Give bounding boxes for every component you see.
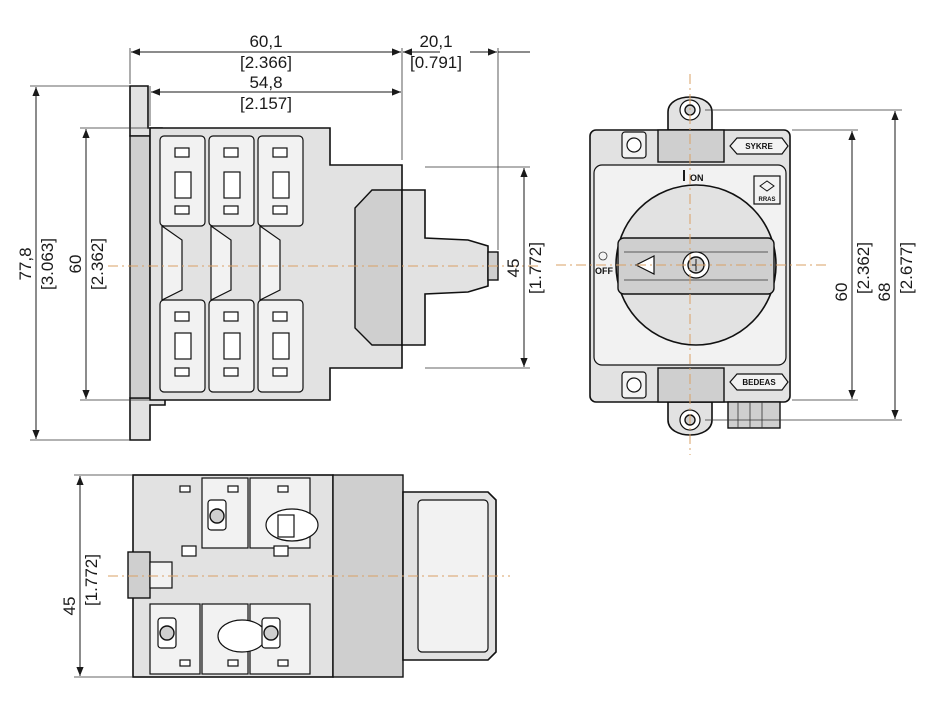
dim-front-height-inch: [2.362] bbox=[854, 242, 873, 294]
brand-plate-top bbox=[729, 137, 789, 155]
dim-front-total-inch: [2.677] bbox=[897, 242, 916, 294]
dim-body-height-mm: 60 bbox=[66, 255, 85, 274]
brand-bottom-label: BEDEAS bbox=[742, 378, 776, 387]
dim-body-width-inch: [2.157] bbox=[240, 94, 292, 113]
on-label: ON bbox=[690, 173, 704, 183]
din-clip-bottom bbox=[129, 397, 166, 441]
bottom-view: 45 [1.772] bbox=[60, 474, 510, 678]
front-view: SYKRE BEDEAS RRAS ON OFF bbox=[556, 74, 916, 455]
dim-top-width-inch: [2.366] bbox=[240, 53, 292, 72]
dim-total-height-mm: 77,8 bbox=[16, 247, 35, 280]
off-label: OFF bbox=[595, 266, 613, 276]
brand-plate-bottom bbox=[729, 373, 789, 391]
dim-knob-depth-mm: 20,1 bbox=[419, 32, 452, 51]
dim-bottom-height-inch: [1.772] bbox=[82, 554, 101, 606]
terminal-modules bbox=[159, 135, 304, 393]
badge-label: RRAS bbox=[758, 197, 775, 203]
dim-knob-height-inch: [1.772] bbox=[526, 242, 545, 294]
dim-knob-height-mm: 45 bbox=[504, 259, 523, 278]
side-view: 60,1 [2.366] 20,1 [0.791] 54,8 [2.157] 7… bbox=[16, 32, 545, 441]
rear-plate bbox=[129, 135, 151, 399]
off-marker bbox=[598, 251, 608, 261]
brand-top-label: SYKRE bbox=[745, 142, 773, 151]
bottom-terminals bbox=[149, 477, 319, 675]
dim-knob-depth-inch: [0.791] bbox=[410, 53, 462, 72]
bottom-connector bbox=[727, 401, 781, 429]
dim-top-width-mm: 60,1 bbox=[249, 32, 282, 51]
din-clip-side bbox=[127, 551, 151, 599]
knob-side bbox=[401, 189, 489, 346]
dim-body-height-inch: [2.362] bbox=[88, 238, 107, 290]
dim-bottom-height-mm: 45 bbox=[60, 597, 79, 616]
dim-total-height-inch: [3.063] bbox=[38, 238, 57, 290]
dim-front-height-mm: 60 bbox=[832, 283, 851, 302]
dim-body-width-mm: 54,8 bbox=[249, 73, 282, 92]
dim-front-total-mm: 68 bbox=[875, 283, 894, 302]
mechanism-housing bbox=[354, 189, 403, 346]
